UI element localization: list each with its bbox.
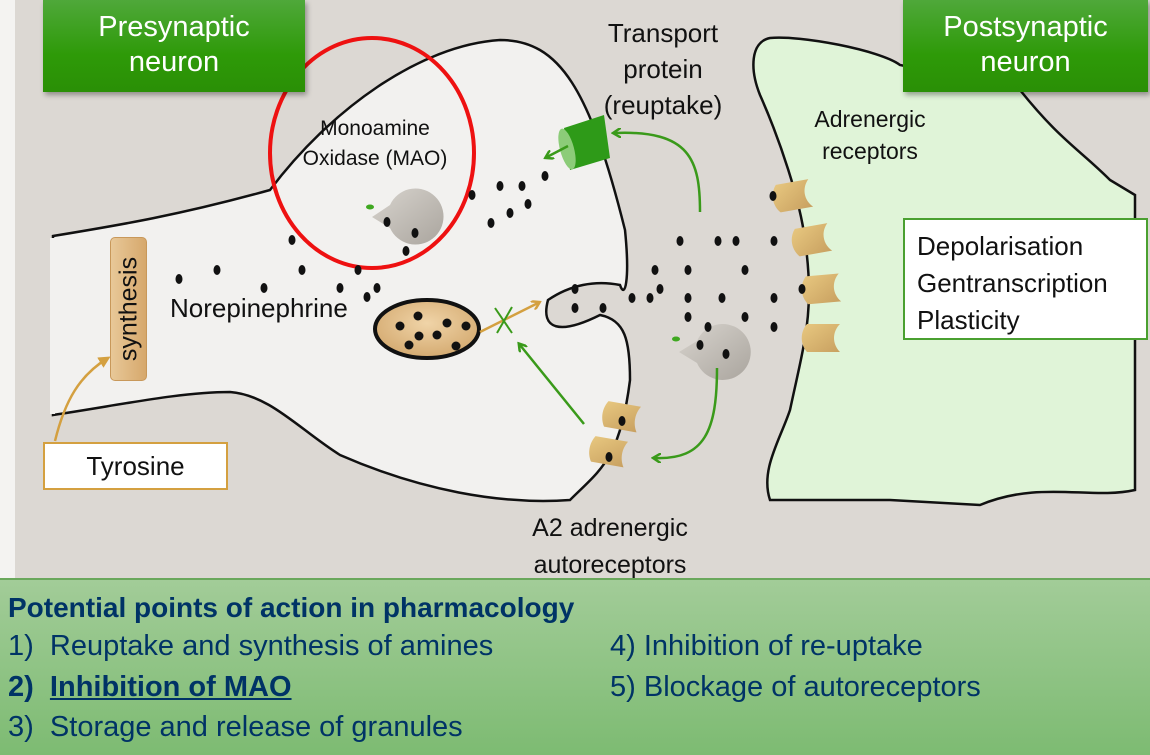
release-arrow: [479, 303, 538, 334]
autoreceptors-line-2: autoreceptors: [533, 551, 687, 579]
item-1-text: Reuptake and synthesis of amines: [49, 630, 494, 662]
item-3-number: 3): [8, 711, 34, 743]
presynaptic-neuron-label: Presynaptic neuron: [43, 0, 305, 92]
transport-line-1: Transport: [607, 18, 719, 48]
tyrosine-to-synthesis-arrow: [53, 356, 111, 442]
presynaptic-neuron-shape: [51, 38, 632, 503]
norepinephrine-label: Norepinephrine: [170, 293, 348, 323]
adrenergic-line-1: Adrenergic: [814, 106, 926, 132]
action-item-2: 2) Inhibition of MAO: [8, 671, 292, 704]
postsynaptic-line-2: neuron: [980, 46, 1071, 78]
norepinephrine-molecules: [175, 171, 806, 462]
effect-gentranscription: Gentranscription: [917, 268, 1108, 298]
item-1-number: 1): [8, 630, 34, 662]
item-5-number: 5): [610, 671, 636, 703]
storage-vesicle: [373, 298, 481, 360]
panel-title: Potential points of action in pharmacolo…: [8, 592, 575, 623]
adrenergic-receptors: [772, 179, 842, 352]
tyrosine-box: Tyrosine: [43, 442, 228, 490]
transport-protein-label: Transport protein (reuptake): [578, 15, 748, 123]
presynaptic-line-1: Presynaptic: [98, 11, 250, 43]
synthesis-box: synthesis: [110, 237, 147, 381]
mao-enzyme-cleft-icon: [672, 324, 751, 380]
postsynaptic-neuron-label: Postsynaptic neuron: [903, 0, 1148, 92]
transport-line-3: (reuptake): [603, 90, 723, 120]
postsynaptic-line-1: Postsynaptic: [943, 11, 1108, 43]
presynaptic-line-2: neuron: [128, 46, 220, 78]
action-item-3: 3) Storage and release of granules: [8, 711, 463, 744]
autoreceptors-line-1: A2 adrenergic: [532, 514, 688, 542]
mao-line-2: Oxidase (MAO): [302, 147, 448, 170]
action-item-5: 5) Blockage of autoreceptors: [610, 671, 981, 704]
release-block-x-icon: [494, 306, 513, 334]
mao-line-1: Monoamine: [320, 117, 430, 140]
item-5-text: Blockage of autoreceptors: [643, 671, 981, 703]
adrenergic-line-2: receptors: [822, 138, 918, 164]
mao-highlight-circle: [268, 36, 476, 270]
autoreceptors-label: A2 adrenergic autoreceptors: [505, 510, 715, 584]
effect-plasticity: Plasticity: [917, 305, 1020, 335]
transport-line-2: protein: [623, 54, 703, 84]
mao-label: Monoamine Oxidase (MAO): [290, 114, 460, 174]
synthesis-label: synthesis: [114, 256, 142, 362]
item-4-text: Inhibition of re-uptake: [643, 630, 923, 662]
reuptake-in-arrow: [615, 133, 702, 213]
pharmacology-panel: Potential points of action in pharmacolo…: [0, 578, 1150, 755]
action-item-4: 4) Inhibition of re-uptake: [610, 630, 923, 663]
item-3-text: Storage and release of granules: [49, 711, 463, 743]
item-2-text: Inhibition of MAO: [49, 671, 292, 703]
tyrosine-label: Tyrosine: [86, 451, 185, 481]
effects-box: Depolarisation Gentranscription Plastici…: [903, 218, 1148, 340]
left-margin-strip: [0, 0, 15, 578]
cleft-to-autoreceptor-arrow: [655, 367, 719, 458]
transport-protein: [558, 115, 610, 170]
effect-depolarisation: Depolarisation: [917, 231, 1084, 261]
item-2-number: 2): [8, 671, 34, 703]
mao-enzyme-icon: [366, 188, 444, 245]
adrenergic-receptors-label: Adrenergic receptors: [790, 103, 950, 167]
item-4-number: 4): [610, 630, 636, 662]
action-item-1: 1) Reuptake and synthesis of amines: [8, 630, 493, 663]
autoreceptor-feedback-arrow: [520, 345, 585, 425]
reuptake-out-arrow: [547, 144, 569, 157]
